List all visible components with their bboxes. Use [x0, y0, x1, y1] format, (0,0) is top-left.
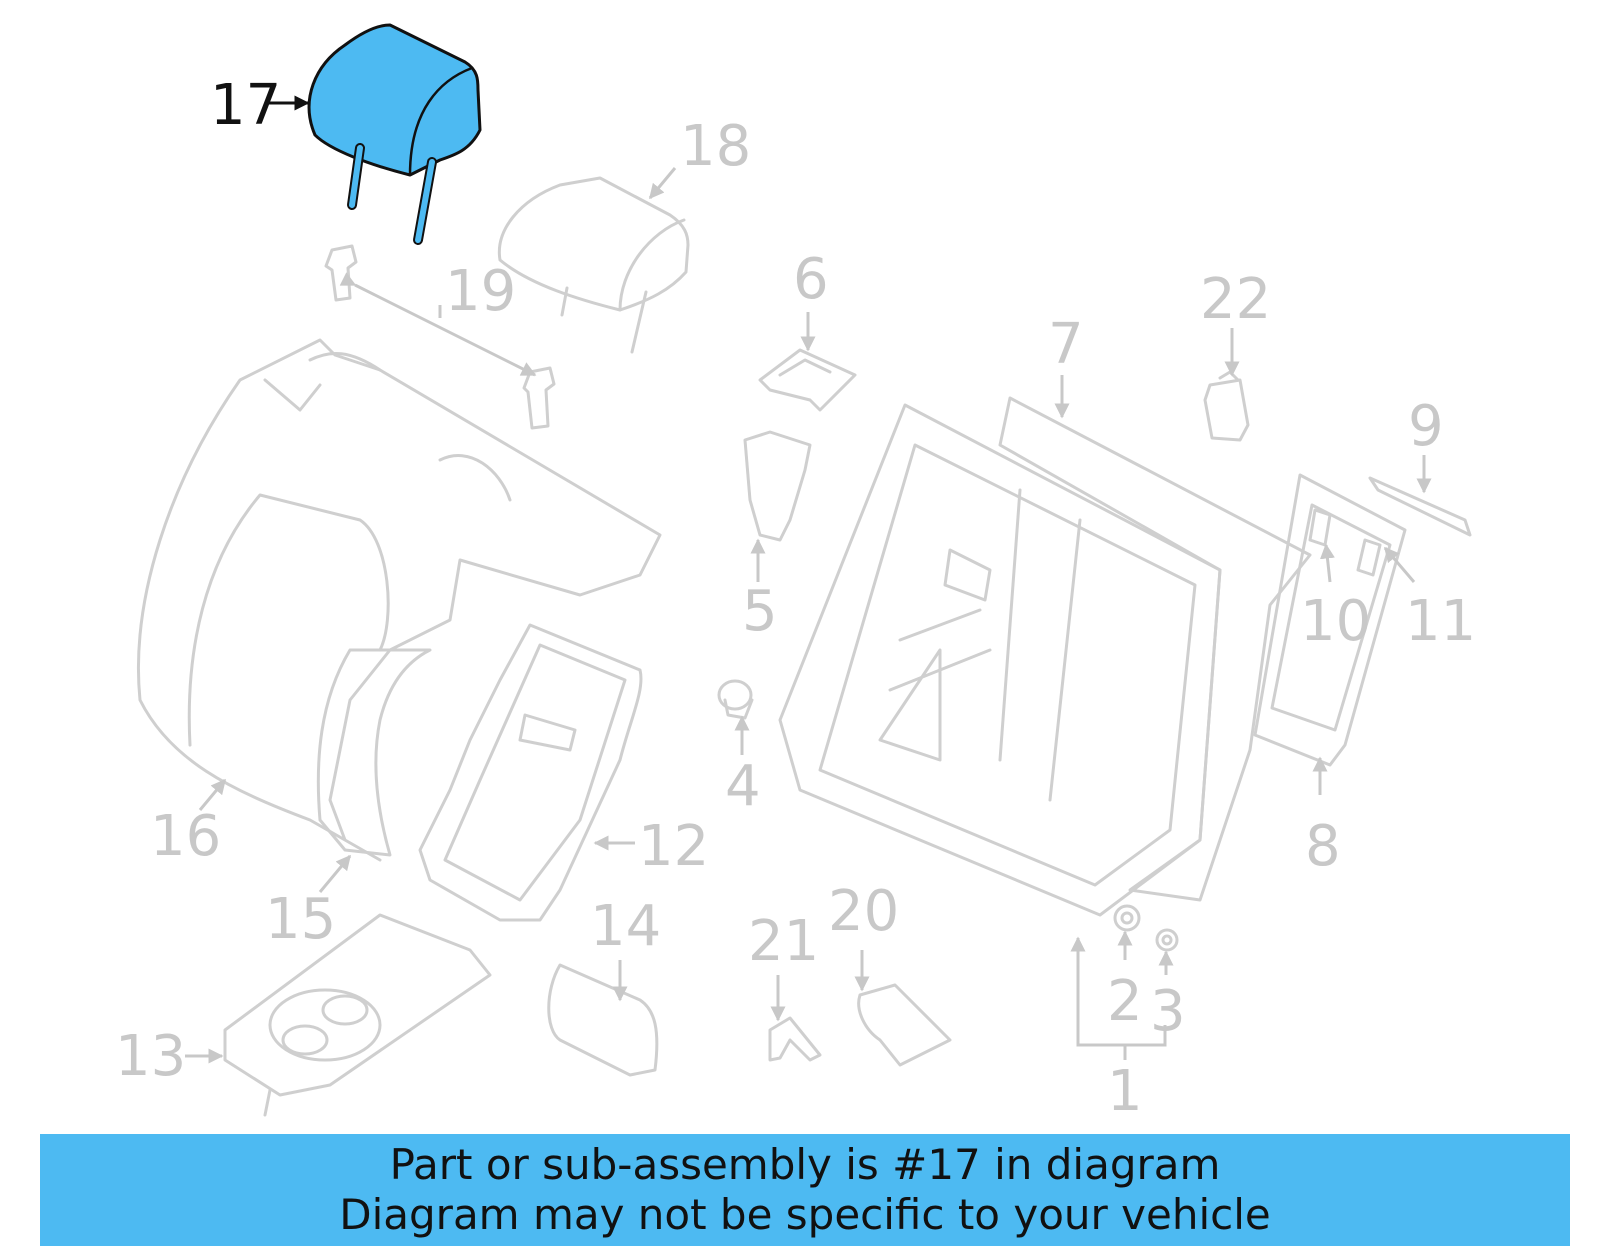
callout-6: 6: [793, 247, 829, 312]
back-panel-7: [998, 396, 1312, 902]
cover-14: [547, 963, 659, 1077]
bracket-20: [857, 983, 952, 1067]
clip-10: [1308, 508, 1332, 547]
info-banner: Part or sub-assembly is #17 in diagram D…: [40, 1134, 1570, 1246]
callout-10: 10: [1300, 589, 1371, 654]
callout-18: 18: [680, 114, 751, 179]
latch-5: [743, 430, 812, 542]
clip-11: [1356, 538, 1382, 577]
bolt-2: [1113, 904, 1141, 932]
bracket-6: [758, 348, 857, 412]
headrest-18: [497, 176, 690, 354]
callout-19: 19: [445, 259, 516, 324]
callout-8: 8: [1305, 814, 1341, 879]
bushing-4: [717, 679, 754, 720]
seat-back-pad-15: [316, 648, 432, 857]
callout-5: 5: [742, 579, 778, 644]
armrest-frame-12: [418, 623, 643, 922]
callout-21: 21: [748, 909, 819, 974]
callout-7: 7: [1048, 312, 1084, 377]
callout-14: 14: [590, 894, 661, 959]
callout-22: 22: [1200, 267, 1271, 332]
callout-1: 1: [1107, 1059, 1143, 1124]
callout-labels: 17 18 19 6 5 4 7 22 9 10 11 8 12 16 15 1…: [115, 73, 1476, 1124]
trim-panel-8: [1253, 473, 1407, 767]
clip-21: [768, 1016, 822, 1062]
armrest-13: [223, 913, 492, 1117]
bolt-3: [1155, 928, 1179, 952]
callout-11: 11: [1405, 589, 1476, 654]
banner-line-2: Diagram may not be specific to your vehi…: [339, 1190, 1271, 1239]
headrest-17-highlighted[interactable]: [307, 23, 482, 245]
strip-9: [1368, 476, 1472, 537]
part-22: [1203, 370, 1250, 442]
callout-17: 17: [210, 73, 281, 138]
callout-2: 2: [1107, 969, 1143, 1034]
seat-frame-7: [778, 403, 1222, 917]
parts-diagram: 17 18 19 6 5 4 7 22 9 10 11 8 12 16 15 1…: [115, 23, 1476, 1124]
callout-4: 4: [725, 754, 761, 819]
callout-20: 20: [828, 879, 899, 944]
banner-line-1: Part or sub-assembly is #17 in diagram: [389, 1140, 1221, 1189]
callout-13: 13: [115, 1024, 186, 1089]
callout-3: 3: [1150, 979, 1186, 1044]
callout-16: 16: [150, 804, 221, 869]
seat-back-cover-16: [136, 338, 662, 862]
leader-lines: [185, 95, 1432, 1064]
callout-9: 9: [1408, 394, 1444, 459]
callout-15: 15: [265, 887, 336, 952]
callout-12: 12: [638, 814, 709, 879]
